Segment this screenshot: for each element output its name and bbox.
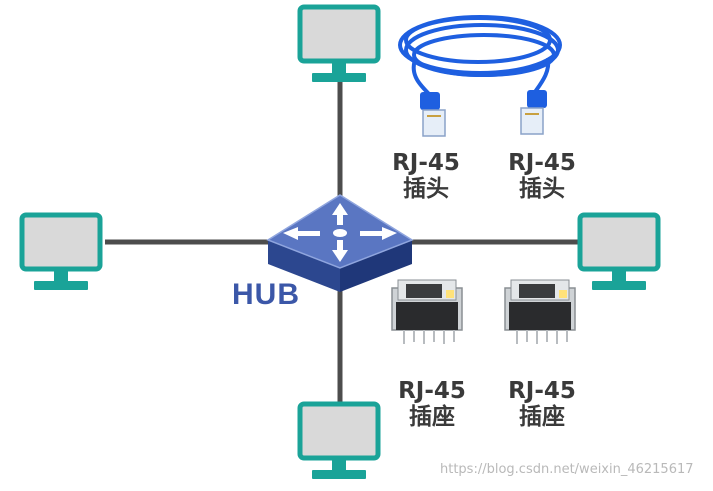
- rj45-jack-icon: [504, 279, 576, 344]
- plug-label-right: RJ-45 插头: [500, 150, 584, 203]
- plug-label-left: RJ-45 插头: [384, 150, 468, 203]
- plug-label-left-type: 插头: [403, 176, 449, 203]
- watermark: https://blog.csdn.net/weixin_46215617: [440, 462, 694, 477]
- jack-label-right: RJ-45 插座: [500, 378, 584, 431]
- rj45-jack-icon: [391, 279, 463, 344]
- hub-icon: [266, 194, 414, 292]
- jack-label-left-type: 插座: [409, 404, 455, 431]
- rj45-plug-right: [520, 90, 547, 135]
- hub-label: HUB: [232, 278, 300, 311]
- jack-label-right-model: RJ-45: [508, 378, 576, 404]
- plug-label-right-type: 插头: [519, 176, 565, 203]
- jack-label-left-model: RJ-45: [398, 378, 466, 404]
- monitor-icon: [297, 401, 381, 479]
- monitor-icon: [577, 212, 661, 290]
- plug-label-left-model: RJ-45: [392, 150, 460, 176]
- monitor-icon: [297, 4, 381, 82]
- rj45-plug-left: [420, 92, 446, 137]
- ethernet-cable-icon: [398, 15, 562, 97]
- plug-label-right-model: RJ-45: [508, 150, 576, 176]
- monitor-icon: [19, 212, 103, 290]
- jack-label-right-type: 插座: [519, 404, 565, 431]
- jack-label-left: RJ-45 插座: [390, 378, 474, 431]
